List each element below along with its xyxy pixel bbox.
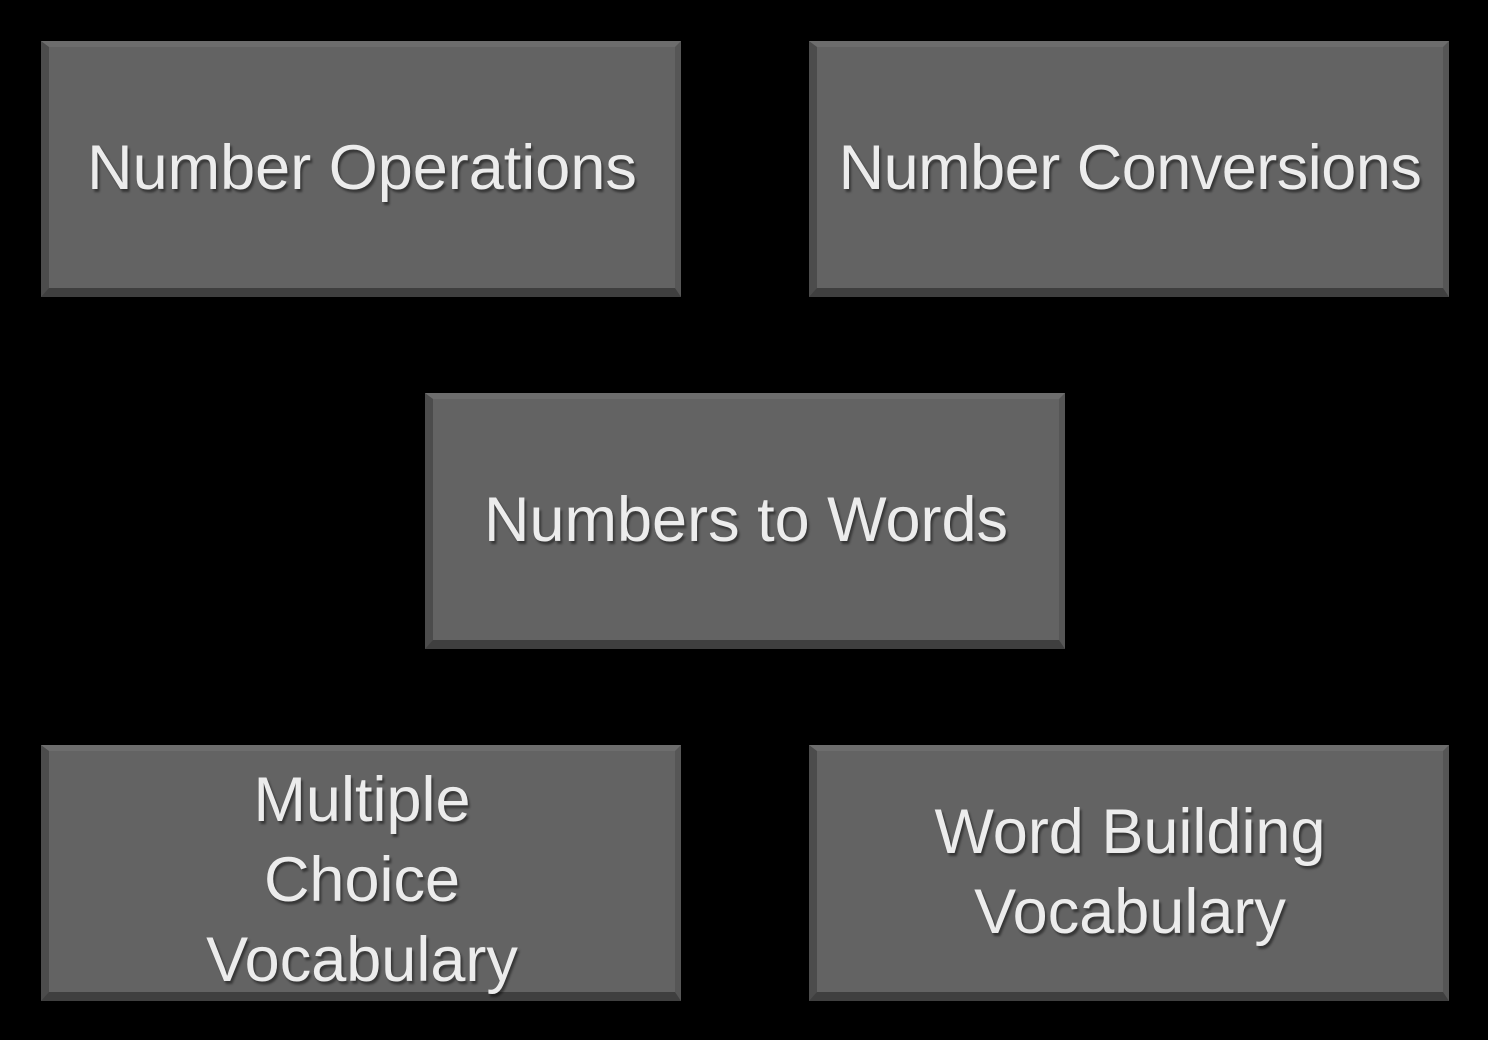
word-building-vocabulary-button[interactable]: Word Building Vocabulary (809, 745, 1449, 1001)
numbers-to-words-label: Numbers to Words (484, 484, 1008, 555)
multiple-choice-vocabulary-label: Multiple Choice Vocabulary (206, 764, 518, 995)
numbers-to-words-button[interactable]: Numbers to Words (425, 393, 1065, 649)
number-operations-button[interactable]: Number Operations (41, 41, 681, 297)
multiple-choice-vocabulary-button[interactable]: Multiple Choice Vocabulary (41, 745, 681, 1001)
number-conversions-label: Number Conversions (838, 132, 1422, 203)
word-building-vocabulary-label: Word Building Vocabulary (934, 796, 1326, 947)
number-operations-label: Number Operations (87, 132, 637, 203)
number-conversions-button[interactable]: Number Conversions (809, 41, 1449, 297)
